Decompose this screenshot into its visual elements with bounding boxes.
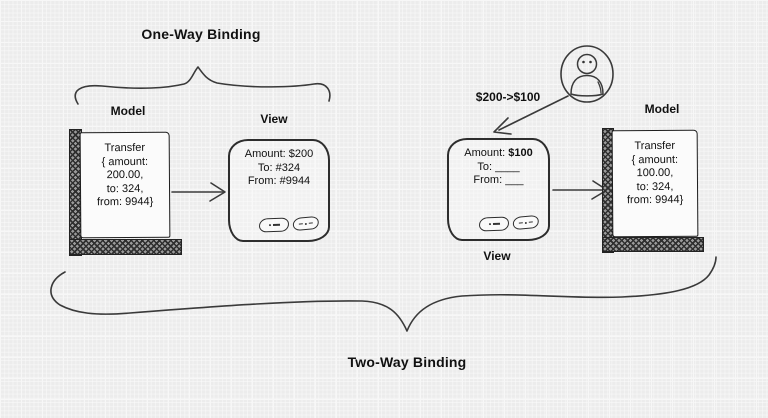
amount-value: $100 — [508, 147, 533, 159]
user-icon — [560, 45, 614, 103]
right-view-label: View — [483, 249, 511, 263]
left-model-shadow-bottom — [69, 239, 182, 255]
right-view-buttons — [478, 214, 540, 232]
left-view-card: Amount: $200 To: #324 From: #9944 — [228, 139, 330, 242]
right-model-line: Transfer — [634, 139, 676, 153]
button-scribble — [492, 223, 500, 225]
right-model-shadow-bottom — [602, 237, 704, 252]
drawn-button-icon — [258, 217, 290, 233]
two-way-binding-title: Two-Way Binding — [347, 354, 467, 370]
button-scribble — [268, 224, 271, 227]
one-way-binding-title: One-Way Binding — [141, 26, 261, 42]
drawn-button-icon — [292, 215, 320, 232]
right-view-card: Amount: $100 To: ____ From: ___ — [447, 138, 550, 241]
left-view-label: View — [260, 112, 288, 126]
button-scribble — [308, 222, 313, 224]
left-model-label: Model — [110, 104, 146, 118]
right-view-from-line: From: ___ — [473, 174, 524, 186]
drawn-button-icon — [478, 216, 510, 232]
right-model-card: Transfer { amount: 100.00, to: 324, from… — [611, 129, 699, 238]
left-view-line: To: #324 — [257, 161, 301, 174]
button-scribble — [528, 221, 533, 223]
right-view-to-line: To: ____ — [477, 160, 520, 173]
left-view-line: Amount: $200 — [244, 148, 314, 160]
left-model-line: 200.00, — [106, 168, 144, 182]
left-model-card: Transfer { amount: 200.00, to: 324, from… — [79, 131, 171, 239]
left-model-line: from: 9944} — [96, 195, 154, 209]
right-model-line: 100.00, — [636, 166, 674, 180]
left-view-line: From: #9944 — [247, 175, 311, 187]
button-scribble — [518, 222, 523, 224]
edit-annotation: $200->$100 — [475, 90, 541, 104]
amount-label: Amount: — [464, 147, 509, 159]
arrow-model-to-view-head — [209, 182, 226, 202]
right-model-line: to: 324, — [636, 180, 674, 193]
button-scribble — [272, 224, 280, 226]
button-scribble — [488, 223, 491, 226]
arrow-user-edit-head — [493, 117, 512, 135]
right-model-line: { amount: — [631, 153, 679, 166]
one-way-brace — [74, 66, 331, 105]
right-model-label: Model — [644, 102, 680, 116]
right-model-line: from: 9944} — [626, 193, 684, 207]
right-view-amount-line: Amount: $100 — [449, 147, 548, 161]
button-scribble — [524, 221, 527, 224]
drawn-button-icon — [512, 214, 540, 231]
left-view-buttons — [258, 215, 320, 233]
left-model-line: to: 324, — [106, 182, 144, 195]
left-model-line: Transfer — [104, 141, 146, 155]
two-way-brace — [50, 256, 717, 332]
left-model-line: { amount: — [101, 155, 149, 168]
button-scribble — [304, 222, 307, 225]
button-scribble — [298, 223, 303, 225]
